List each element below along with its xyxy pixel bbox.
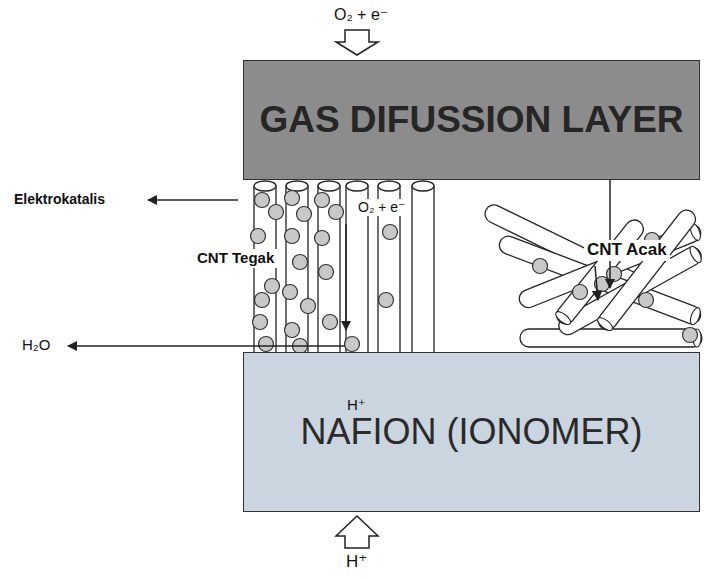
catalyst-particle	[265, 279, 280, 294]
catalyst-particle	[329, 205, 344, 220]
catalyst-particle	[319, 265, 334, 280]
input-label: O₂ + e⁻	[334, 6, 388, 24]
random-cnt-label: CNT Acak	[584, 240, 670, 261]
random-cnt	[520, 329, 702, 347]
catalyst-particle	[293, 255, 308, 270]
catalyst-particle	[639, 293, 654, 308]
oxygen-path-arrow	[345, 224, 347, 330]
vertical-cnt-cap	[318, 181, 340, 191]
vertical-cnt-cap	[378, 181, 400, 191]
catalyst-particle	[573, 285, 588, 300]
vertical-cnt-cap	[254, 181, 276, 191]
catalyst-particle	[297, 207, 312, 222]
proton-label: H⁺	[344, 396, 369, 415]
random-cnt	[553, 216, 647, 327]
water-arrow	[68, 345, 345, 347]
catalyst-label: Elektrokatalis	[14, 192, 105, 207]
random-cnt-group	[482, 202, 704, 347]
catalyst-particle	[255, 293, 270, 308]
catalyst-particle	[383, 225, 398, 240]
vertical-cnt-cap	[412, 181, 434, 191]
catalyst-particle	[379, 293, 394, 308]
gas-diffusion-layer: GAS DIFUSSION LAYER	[243, 60, 700, 180]
catalyst-particle	[253, 315, 268, 330]
catalyst-particle	[345, 337, 360, 352]
ionomer-layer: NAFION (IONOMER)	[243, 352, 700, 512]
catalyst-particle	[269, 205, 284, 220]
catalyst-particle	[323, 315, 338, 330]
reactant-label: O₂ + e⁻	[355, 199, 408, 216]
catalyst-particle	[285, 229, 300, 244]
catalyst-particle	[683, 328, 698, 343]
vertical-cnt	[412, 186, 434, 358]
catalyst-particle	[315, 193, 330, 208]
vertical-cnt-group	[254, 181, 434, 358]
vertical-cnt-label: CNT Tegak	[194, 249, 277, 268]
proton-input-label: H⁺	[346, 553, 367, 572]
catalyst-group	[251, 191, 698, 354]
catalyst-particle	[533, 259, 548, 274]
layer-name: GAS DIFUSSION LAYER	[259, 99, 683, 141]
catalyst-particle	[607, 267, 622, 282]
vertical-cnt-cap	[346, 181, 368, 191]
gas-path-arrow	[609, 180, 611, 288]
catalyst-particle	[315, 231, 330, 246]
catalyst-particle	[285, 323, 300, 338]
catalyst-leader	[148, 199, 238, 201]
proton-inlet-arrow	[336, 516, 378, 548]
catalyst-particle	[255, 193, 270, 208]
catalyst-particle	[301, 299, 316, 314]
random-cnt-leader	[595, 266, 598, 300]
product-label: H₂O	[22, 337, 50, 354]
vertical-cnt-cap	[286, 181, 308, 191]
catalyst-particle	[251, 229, 266, 244]
catalyst-particle	[285, 191, 300, 206]
catalyst-particle	[259, 337, 274, 352]
layer-name: NAFION (IONOMER)	[301, 411, 643, 453]
oxygen-inlet-arrow	[336, 30, 378, 55]
catalyst-particle	[283, 285, 298, 300]
